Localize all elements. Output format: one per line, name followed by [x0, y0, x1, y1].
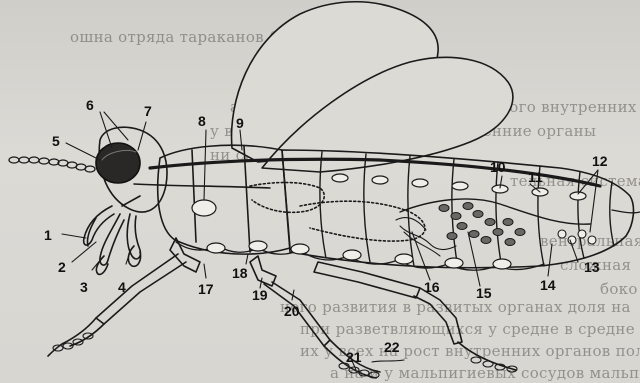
label-13: 13 [584, 259, 600, 275]
antenna [9, 157, 95, 172]
label-12: 12 [592, 153, 608, 169]
label-4: 4 [118, 279, 126, 295]
label-5: 5 [52, 133, 60, 149]
cercus [612, 210, 640, 213]
label-16: 16 [424, 279, 440, 295]
label-1: 1 [44, 227, 52, 243]
label-21: 21 [346, 349, 362, 365]
midgut [300, 201, 425, 241]
label-18: 18 [232, 265, 248, 281]
label-11: 11 [528, 169, 543, 185]
label-15: 15 [476, 285, 492, 301]
label-20: 20 [284, 303, 300, 319]
label-10: 10 [490, 159, 506, 175]
label-9: 9 [236, 115, 244, 131]
label-17: 17 [198, 281, 214, 297]
label-14: 14 [540, 277, 556, 293]
mouthparts [84, 196, 141, 274]
label-8: 8 [198, 113, 206, 129]
label-6: 6 [86, 97, 94, 113]
salivary-gland [192, 200, 216, 216]
label-22: 22 [384, 339, 400, 355]
label-7: 7 [144, 103, 152, 119]
label-2: 2 [58, 259, 66, 275]
label-3: 3 [80, 279, 88, 295]
tarsus-beads [53, 333, 517, 378]
legs [48, 238, 516, 378]
heart-chambers [332, 174, 586, 200]
compound-eye [96, 143, 140, 183]
label-19: 19 [252, 287, 268, 303]
ventral-ganglia [207, 241, 511, 269]
